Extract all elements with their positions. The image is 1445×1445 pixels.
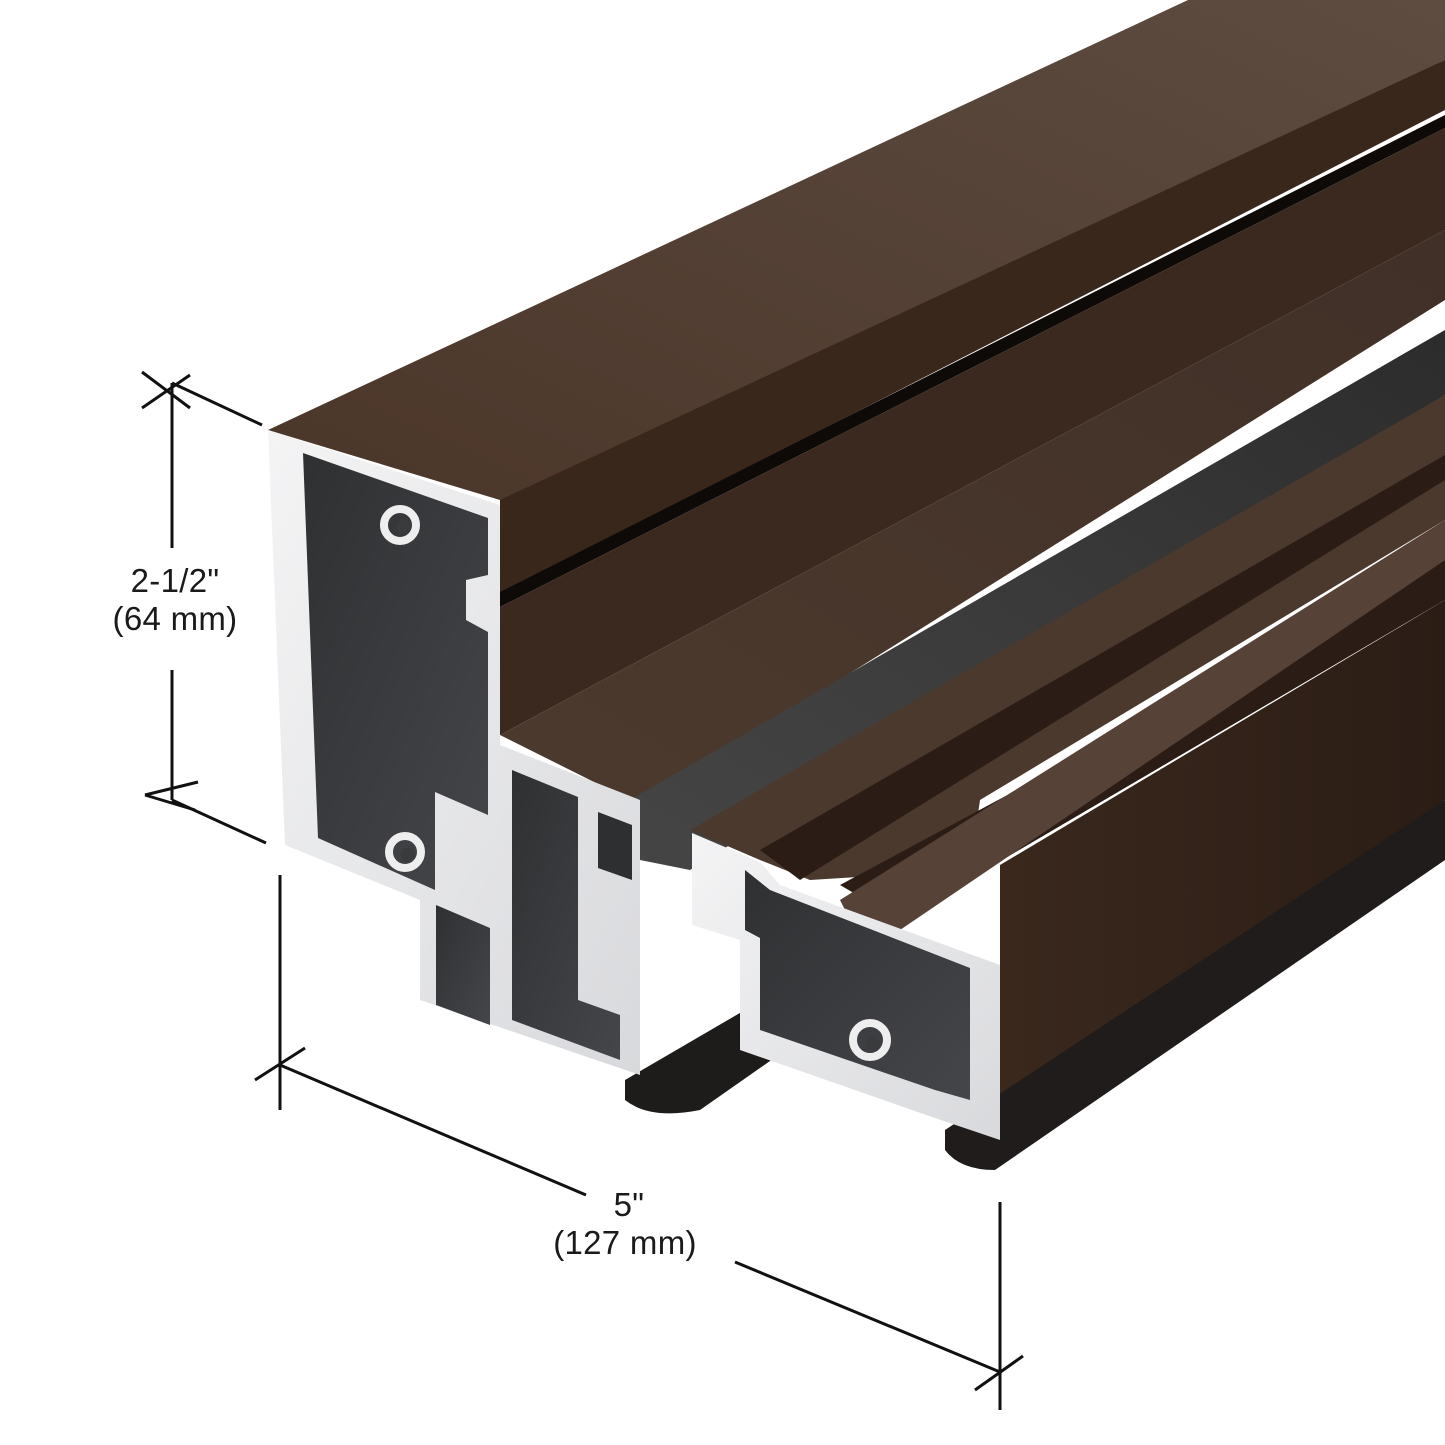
width-dimension-label: 5" (127 mm) [540,1186,710,1262]
dimension-lines [141,370,1024,1410]
front-right-side [1000,600,1445,1120]
cross-section-right [692,833,1000,1140]
front-ridge-1 [760,455,1445,880]
lower-side-face [500,128,1445,735]
width-tick-left [254,1046,306,1082]
middle-cavity [512,770,620,1060]
front-cavity [745,870,970,1100]
screw-boss-upper-hole [396,520,410,534]
height-metric: (64 mm) [112,600,238,637]
width-metric: (127 mm) [553,1224,697,1261]
width-tick-right [974,1354,1024,1392]
screw-boss-front-hole [866,1036,880,1050]
screw-boss-front [849,1019,891,1061]
screw-boss-lower-hole [401,848,415,862]
top-face [268,0,1445,540]
groove [500,115,1445,607]
height-ext-top [171,381,263,427]
weatherstrip [630,330,1445,870]
height-tick-top-b [141,373,191,410]
front-section-face-2 [840,520,1445,930]
left-cavity [303,453,488,890]
cross-section-left [268,430,640,1075]
width-dim-line-left [279,1063,587,1197]
small-cavity [598,812,632,880]
height-tick-bottom-b [144,793,196,812]
height-dimension-label: 2-1/2" (64 mm) [100,562,250,638]
width-dim-line-right [734,1260,1001,1374]
height-tick-bottom [144,780,199,797]
screw-boss-upper [380,505,420,545]
height-imperial: 2-1/2" [130,562,220,599]
bottom-gasket-front [945,800,1445,1170]
front-section-top [690,395,1445,880]
lower-left-cavity [436,905,490,1025]
upper-side-face [500,60,1445,595]
width-imperial: 5" [613,1186,645,1223]
step-face [500,230,1445,805]
screw-boss-lower [385,832,425,872]
